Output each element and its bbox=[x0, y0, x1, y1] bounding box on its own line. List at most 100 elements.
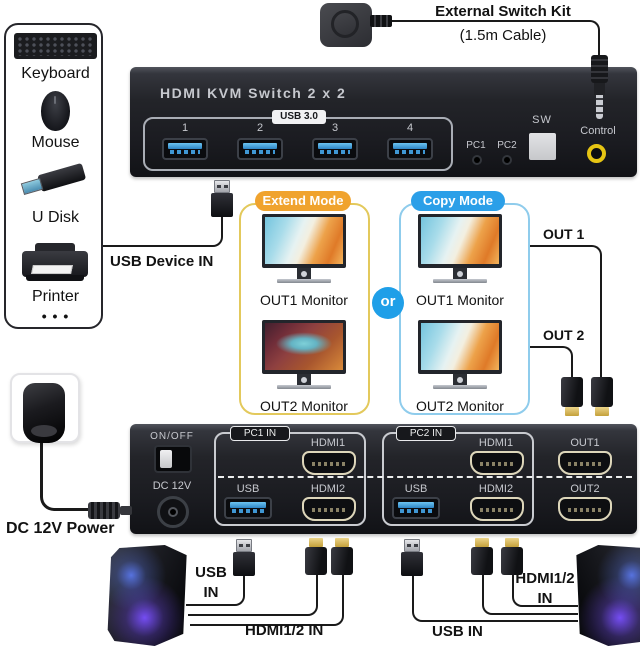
right-hdmi-in-label-line2: IN bbox=[537, 590, 553, 607]
out2-label: OUT 2 bbox=[543, 327, 585, 343]
usb-device-in-connector-icon bbox=[211, 180, 233, 217]
pc1-hdmi2-port bbox=[302, 497, 356, 521]
more-devices-ellipsis: • • • bbox=[41, 308, 70, 324]
right-hdmi2-connector-icon bbox=[501, 538, 523, 575]
kvm-rear-panel: ON/OFF DC 12V PC1 IN HDMI1 USB HDMI2 PC2… bbox=[130, 424, 637, 534]
out1-label: OUT 1 bbox=[543, 226, 585, 242]
led-pc1-hole bbox=[474, 157, 480, 163]
remote-plug-icon bbox=[370, 15, 392, 27]
right-usb-in-label: USB IN bbox=[432, 623, 483, 640]
left-usb-in-label-line1: USB bbox=[195, 564, 227, 581]
mouse-label: Mouse bbox=[31, 134, 80, 151]
led-pc2-hole bbox=[504, 157, 510, 163]
keyboard-label: Keyboard bbox=[21, 65, 90, 82]
copy-out2-monitor-label: OUT2 Monitor bbox=[416, 398, 504, 414]
pc2-hdmi1-label: HDMI1 bbox=[478, 437, 514, 449]
left-hdmi-in-label: HDMI1/2 IN bbox=[245, 622, 324, 639]
pc2-in-pill: PC2 IN bbox=[396, 426, 456, 441]
power-label: DC 12V Power bbox=[6, 520, 115, 537]
printer-label: Printer bbox=[31, 288, 80, 305]
copy-out1-monitor-label: OUT1 Monitor bbox=[416, 292, 504, 308]
control-label: Control bbox=[580, 125, 616, 137]
extend-out1-monitor-label: OUT1 Monitor bbox=[260, 292, 348, 308]
led-pc1-label: PC1 bbox=[466, 140, 486, 151]
usb-port-1-number: 1 bbox=[181, 122, 189, 134]
remote-switch-icon bbox=[320, 3, 372, 47]
pc1-hdmi1-label: HDMI1 bbox=[310, 437, 346, 449]
front-usb-port-2 bbox=[237, 138, 283, 160]
right-usb-connector-icon bbox=[401, 539, 423, 576]
printer-icon bbox=[22, 243, 88, 285]
out2-cable bbox=[530, 346, 573, 377]
rear-out2-label: OUT2 bbox=[570, 483, 600, 495]
led-pc2-label: PC2 bbox=[497, 140, 517, 151]
kvm-front-panel: HDMI KVM Switch 2 x 2 USB 3.0 1 2 3 4 PC… bbox=[130, 67, 637, 177]
left-hdmi2-cable bbox=[190, 575, 344, 626]
left-usb-cable bbox=[186, 576, 245, 606]
pc1-usb-label: USB bbox=[236, 483, 260, 495]
rear-divider-dashed-line bbox=[218, 476, 632, 478]
pc2-usb-label: USB bbox=[404, 483, 428, 495]
dc12v-label: DC 12V bbox=[152, 480, 192, 492]
left-pc-tower-icon bbox=[107, 545, 187, 646]
right-usb-cable bbox=[412, 576, 578, 622]
switch-kit-title: External Switch Kit bbox=[435, 3, 571, 20]
keyboard-icon bbox=[14, 33, 97, 59]
front-usb-port-1 bbox=[162, 138, 208, 160]
sw-button bbox=[529, 133, 556, 160]
copy-out1-monitor-icon bbox=[418, 214, 502, 283]
usb-drive-icon bbox=[14, 154, 96, 213]
power-cable bbox=[40, 441, 88, 511]
control-port bbox=[587, 144, 606, 163]
right-hdmi-in-label-line1: HDMI1/2 bbox=[515, 570, 575, 587]
pc2-group-outline bbox=[382, 432, 534, 526]
audio-jack-icon bbox=[591, 55, 608, 119]
sw-label: SW bbox=[532, 114, 552, 126]
dc-barrel-connector-icon bbox=[88, 502, 132, 520]
out2-hdmi-connector-icon bbox=[560, 377, 584, 416]
pc2-usb-port bbox=[392, 497, 440, 519]
right-hdmi2-cable bbox=[512, 575, 578, 607]
peripherals-box: Keyboard Mouse U Disk Printer • • • bbox=[4, 23, 103, 329]
left-usb-in-label-line2: IN bbox=[203, 584, 219, 601]
dc-jack bbox=[157, 496, 189, 528]
copy-mode-pill: Copy Mode bbox=[411, 191, 505, 211]
left-hdmi1-cable bbox=[188, 575, 318, 616]
right-hdmi1-connector-icon bbox=[471, 538, 493, 575]
pc2-hdmi2-port bbox=[470, 497, 524, 521]
rear-out2-port bbox=[558, 497, 612, 521]
pc1-group-outline bbox=[214, 432, 366, 526]
power-adapter-icon bbox=[23, 383, 65, 443]
right-hdmi1-cable bbox=[482, 575, 578, 615]
rocker-switch bbox=[154, 445, 192, 473]
front-usb-port-3 bbox=[312, 138, 358, 160]
onoff-label: ON/OFF bbox=[150, 431, 194, 442]
switch-kit-cable bbox=[392, 20, 600, 57]
left-hdmi2-connector-icon bbox=[331, 538, 353, 575]
usb3-badge: USB 3.0 bbox=[272, 110, 326, 124]
left-hdmi1-connector-icon bbox=[305, 538, 327, 575]
extend-out2-monitor-label: OUT2 Monitor bbox=[260, 398, 348, 414]
rear-out1-label: OUT1 bbox=[570, 437, 600, 449]
out1-hdmi-connector-icon bbox=[590, 377, 614, 416]
extend-out1-monitor-icon bbox=[262, 214, 346, 283]
right-pc-tower-icon bbox=[576, 545, 640, 646]
copy-out2-monitor-icon bbox=[418, 320, 502, 389]
front-panel-title: HDMI KVM Switch 2 x 2 bbox=[160, 85, 347, 101]
usb-port-4-number: 4 bbox=[406, 122, 414, 134]
mouse-icon bbox=[41, 91, 70, 131]
extend-out2-monitor-icon bbox=[262, 320, 346, 389]
rear-out1-port bbox=[558, 451, 612, 475]
front-usb-port-4 bbox=[387, 138, 433, 160]
usb-port-2-number: 2 bbox=[256, 122, 264, 134]
usb-device-in-label: USB Device IN bbox=[110, 253, 214, 270]
out1-cable bbox=[530, 245, 602, 377]
pc2-hdmi1-port bbox=[470, 451, 524, 475]
pc1-hdmi1-port bbox=[302, 451, 356, 475]
extend-mode-pill: Extend Mode bbox=[255, 191, 351, 211]
pc1-hdmi2-label: HDMI2 bbox=[310, 483, 346, 495]
or-badge: or bbox=[372, 287, 404, 319]
left-usb-connector-icon bbox=[233, 539, 255, 576]
usb-device-in-cable bbox=[103, 216, 223, 247]
